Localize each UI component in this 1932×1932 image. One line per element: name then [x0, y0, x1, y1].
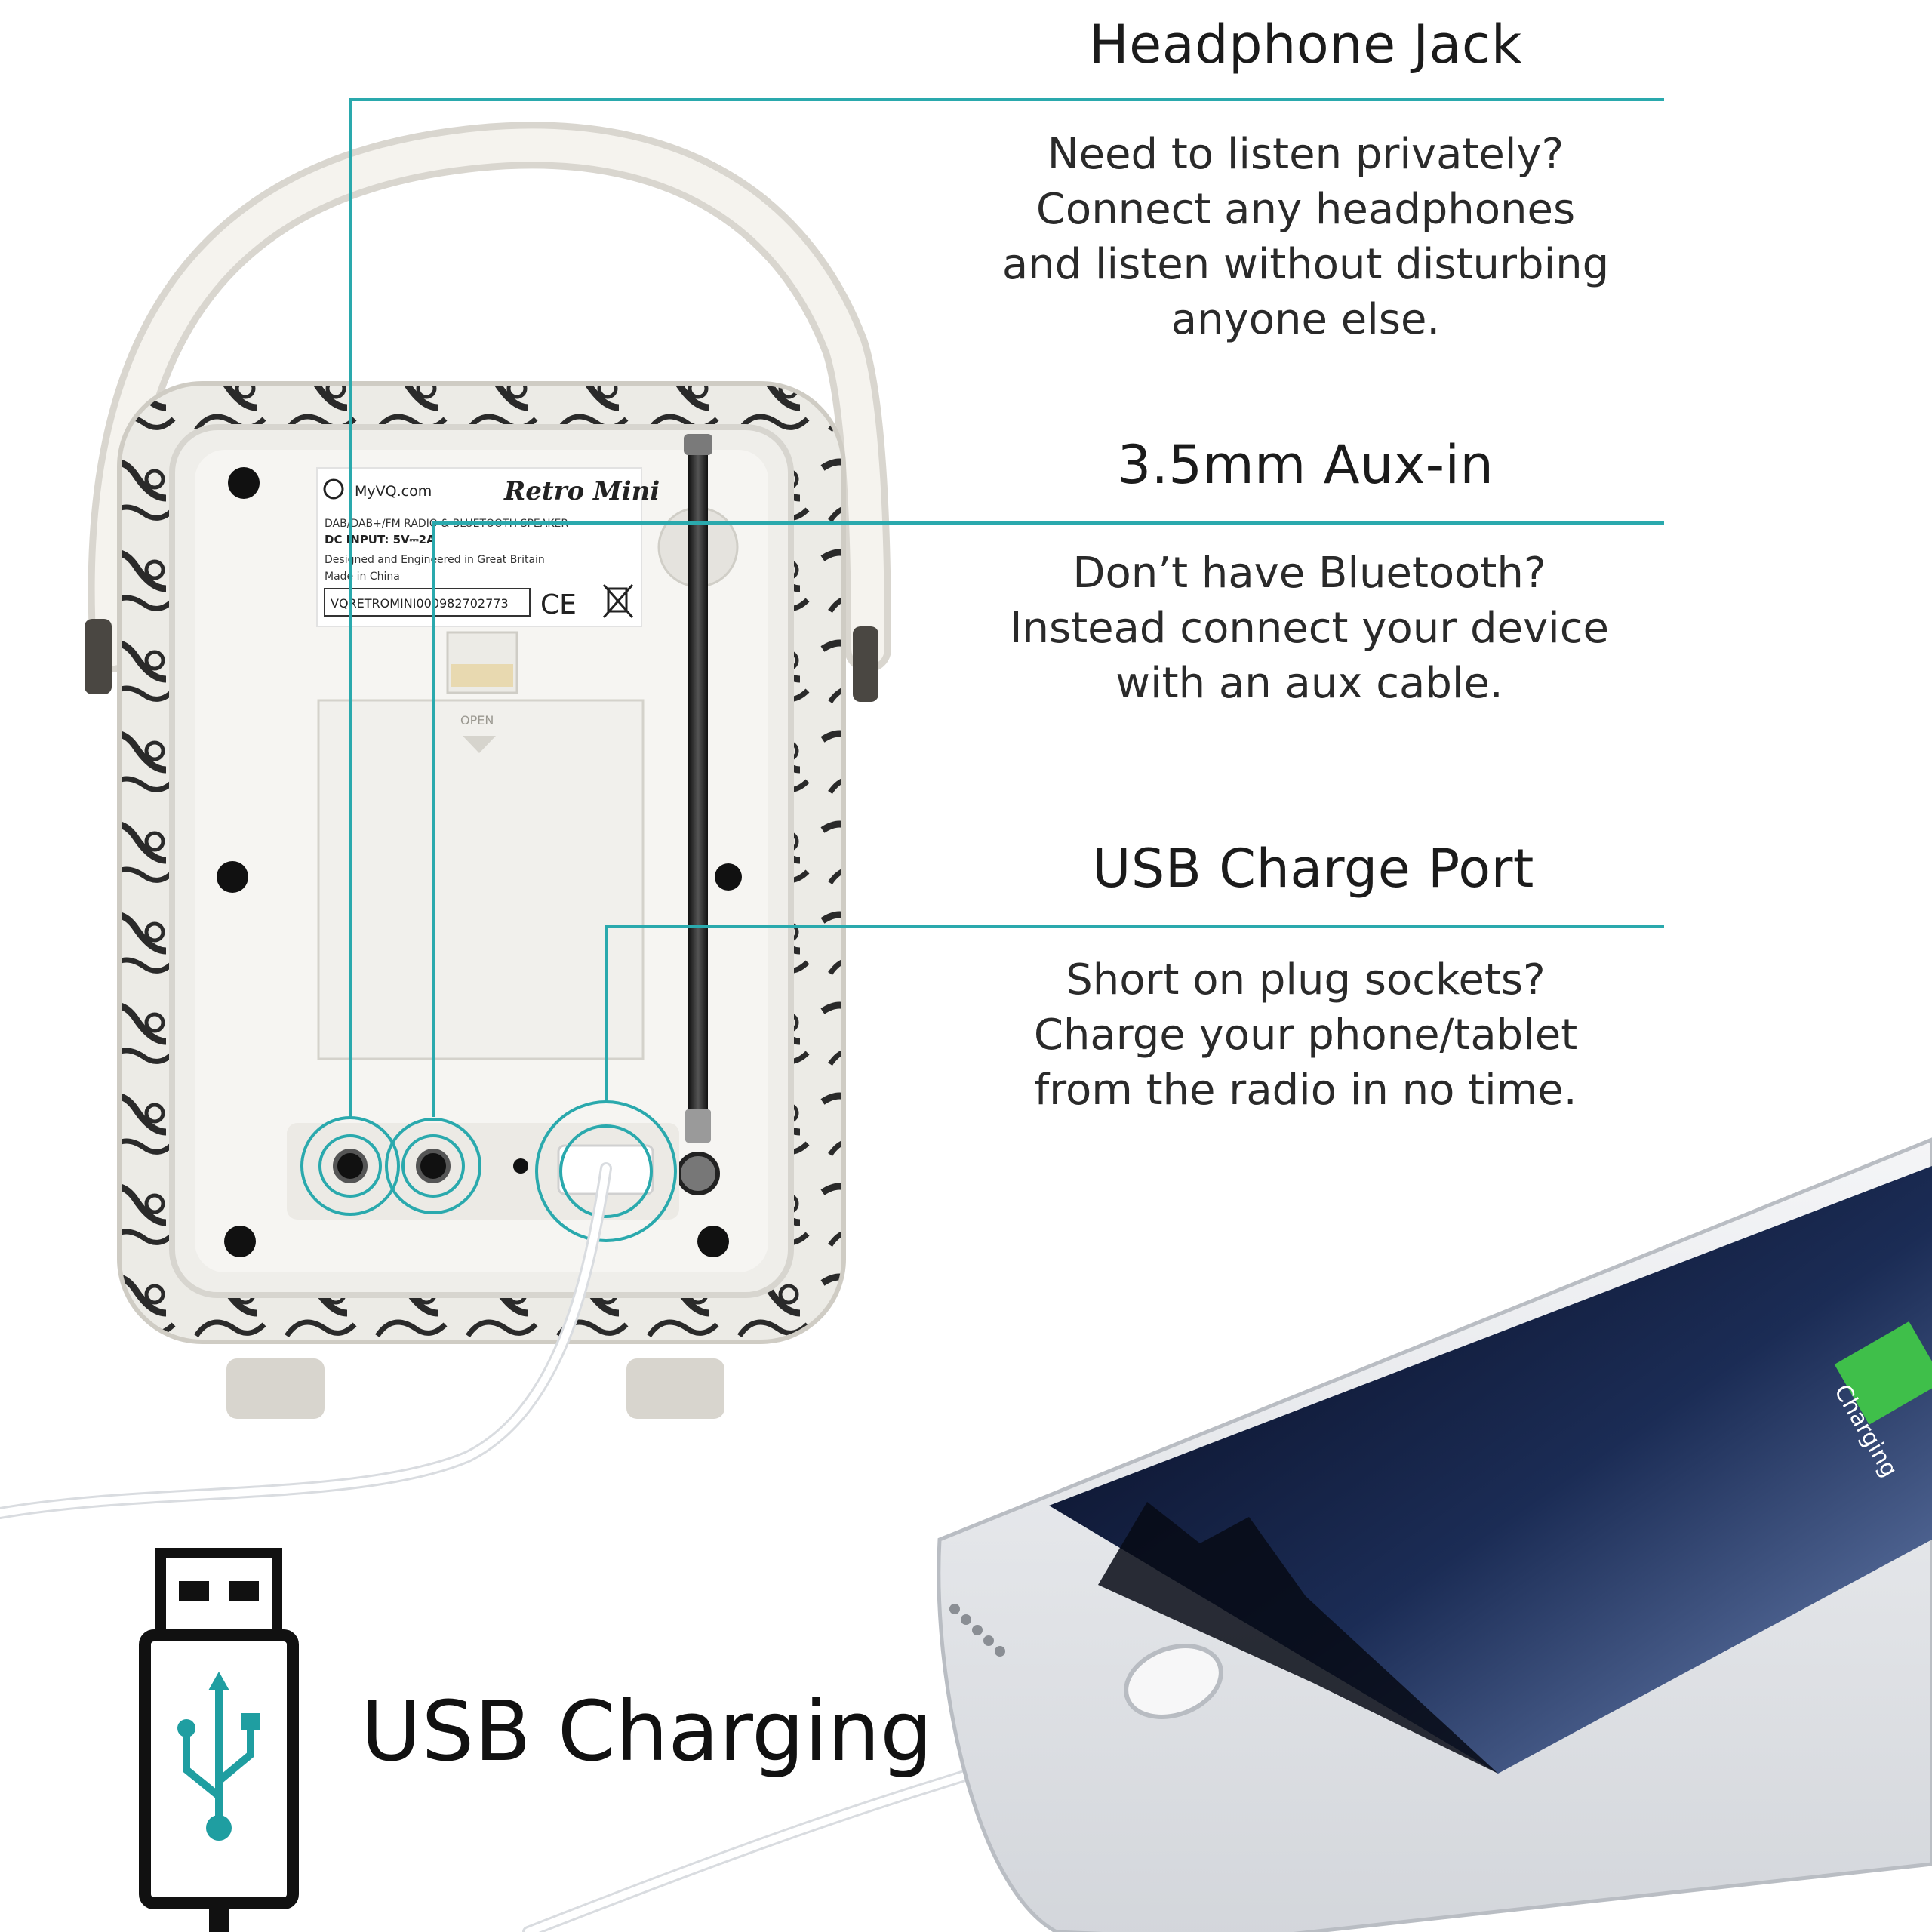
desc-line: with an aux cable. — [1115, 659, 1503, 708]
label-line2: DC INPUT: 5V⎓2A — [325, 533, 435, 546]
label-line4: Made in China — [325, 571, 400, 583]
headphone-port — [333, 1149, 368, 1183]
ce-mark: CE — [540, 589, 577, 620]
desc-line: Charge your phone/tablet — [1033, 1011, 1578, 1060]
desc-line: anyone else. — [1171, 295, 1441, 344]
smartphone: Charging — [937, 1137, 1932, 1932]
home-button — [1124, 1644, 1223, 1719]
usb-charging-label: USB Charging — [361, 1683, 933, 1780]
desc-line: Don’t have Bluetooth? — [1072, 549, 1546, 598]
desc-line: Need to listen privately? — [1047, 130, 1564, 179]
label-model: Retro Mini — [503, 476, 660, 506]
desc-line: and listen without disturbing — [1001, 240, 1610, 289]
desc-line: Short on plug sockets? — [1066, 955, 1546, 1004]
desc-line: Connect any headphones — [1035, 185, 1576, 234]
aux-callout-line — [432, 521, 1664, 1117]
port-panel — [287, 1123, 679, 1220]
weee-bin-icon — [602, 584, 634, 618]
telescopic-antenna — [657, 434, 739, 1195]
screw-holes — [217, 467, 742, 1257]
battery-compartment: OPEN — [317, 631, 645, 1060]
battery-charging-icon — [1834, 1321, 1932, 1425]
usb-plug-icon — [139, 1548, 299, 1932]
feature-title-usb-charge-port: USB Charge Port — [1092, 838, 1534, 900]
product-label-sticker: MyVQ.com Retro Mini DAB/DAB+/FM RADIO & … — [316, 467, 660, 627]
label-brand: MyVQ.com — [355, 483, 432, 500]
usb-symbol-icon — [183, 1687, 254, 1824]
feature-desc-headphone-jack: Need to listen privately? Connect any he… — [966, 127, 1645, 347]
mountain-silhouette — [1098, 1502, 1498, 1774]
headphone-callout-line — [349, 98, 1664, 1117]
feature-title-headphone-jack: Headphone Jack — [1089, 14, 1522, 75]
usb-callout-line — [605, 925, 1664, 1102]
radio-handle — [85, 122, 891, 702]
callout-lines — [349, 98, 1664, 1117]
desc-line: from the radio in no time. — [1034, 1066, 1577, 1115]
desc-line: Instead connect your device — [1010, 604, 1609, 653]
feature-desc-usb-charge-port: Short on plug sockets? Charge your phone… — [966, 952, 1645, 1118]
speaker-grille — [949, 1604, 1005, 1657]
feature-desc-aux-in: Don’t have Bluetooth? Instead connect yo… — [970, 546, 1649, 711]
aux-port — [416, 1149, 451, 1183]
open-label: OPEN — [460, 713, 494, 728]
feature-title-aux-in: 3.5mm Aux-in — [1117, 434, 1494, 496]
label-serial: VQRETROMINI000982702773 — [331, 596, 509, 611]
open-arrow-icon — [463, 736, 496, 753]
dc-port — [513, 1158, 528, 1174]
